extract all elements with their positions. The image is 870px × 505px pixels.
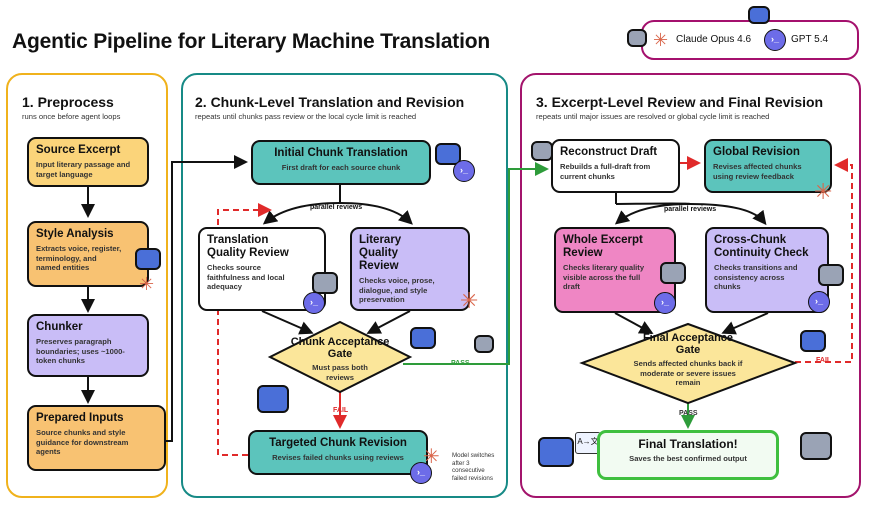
node-desc: Source chunks and style guidance for dow…: [36, 428, 129, 456]
literary-quality-node: Literary Quality Review Checks voice, pr…: [350, 227, 470, 311]
robot-icon: [538, 437, 574, 467]
prepared-inputs-node: Prepared Inputs Source chunks and style …: [27, 405, 166, 471]
panel2-subtitle: repeats until chunks pass review or the …: [195, 112, 417, 121]
robot-icon: [627, 29, 647, 47]
gate-desc: Sends affected chunks back if moderate o…: [633, 359, 743, 387]
source-excerpt-node: Source Excerpt Input literary passage an…: [27, 137, 149, 187]
legend-gpt-label: GPT 5.4: [791, 34, 829, 45]
robot-icon: [435, 143, 461, 165]
node-desc: Input literary passage and target langua…: [36, 160, 131, 179]
robot-icon: [660, 262, 686, 284]
node-title: Global Revision: [713, 146, 800, 158]
node-desc: Checks transitions and consistency acros…: [714, 263, 798, 291]
node-title: Style Analysis: [36, 228, 114, 240]
node-title: Targeted Chunk Revision: [269, 437, 407, 449]
style-analysis-node: Style Analysis Extracts voice, register,…: [27, 221, 149, 287]
page-title: Agentic Pipeline for Literary Machine Tr…: [12, 30, 490, 53]
node-title: Final Translation!: [638, 437, 738, 451]
robot-icon: [410, 327, 436, 349]
claude-icon: ✳: [139, 274, 155, 294]
node-title: Cross-Chunk Continuity Check: [714, 234, 809, 259]
panel1-title: 1. Preprocess: [22, 94, 114, 110]
gpt-icon: ›_: [764, 29, 786, 51]
node-title: Literary Quality Review: [359, 234, 402, 272]
final-acceptance-gate: Final Acceptance Gate Sends affected chu…: [600, 332, 776, 388]
robot-icon: [800, 432, 832, 460]
node-desc: Checks voice, prose, dialogue, and style…: [359, 276, 435, 304]
robot-icon: [800, 330, 826, 352]
panel-excerpt-level: [520, 73, 861, 498]
robot-icon: [531, 141, 553, 161]
node-title: Initial Chunk Translation: [274, 147, 408, 159]
node-desc: Revises failed chunks using reviews: [272, 453, 404, 462]
targeted-revision-node: Targeted Chunk Revision Revises failed c…: [248, 430, 428, 475]
gate-title: Final Acceptance Gate: [642, 332, 734, 356]
global-revision-node: Global Revision Revises affected chunks …: [704, 139, 832, 193]
gate-title: Chunk Acceptance Gate: [290, 336, 390, 360]
panel-preprocess: [6, 73, 168, 498]
pass-label: PASS: [679, 410, 698, 417]
fail-label: FAIL: [333, 407, 349, 414]
robot-icon: [818, 264, 844, 286]
robot-icon: [474, 335, 494, 353]
gpt-icon: ›_: [453, 160, 475, 182]
panel-chunk-level: [181, 73, 508, 498]
node-desc: Rebuilds a full-draft from current chunk…: [560, 162, 651, 181]
node-title: Source Excerpt: [36, 144, 121, 156]
node-desc: Checks literary quality visible across t…: [563, 263, 645, 291]
gpt-icon: ›_: [303, 292, 325, 314]
chunk-acceptance-gate: Chunk Acceptance Gate Must pass both rev…: [290, 336, 390, 382]
node-desc: Saves the best confirmed output: [629, 454, 747, 463]
gate-desc: Must pass both reviews: [312, 363, 368, 382]
translation-quality-node: Translation Quality Review Checks source…: [198, 227, 326, 311]
panel3-title: 3. Excerpt-Level Review and Final Revisi…: [536, 94, 824, 110]
gpt-icon: ›_: [410, 462, 432, 484]
parallel-reviews-label: parallel reviews: [664, 206, 717, 213]
node-desc: First draft for each source chunk: [281, 163, 401, 172]
panel2-title: 2. Chunk-Level Translation and Revision: [195, 94, 465, 110]
gpt-icon: ›_: [808, 291, 830, 313]
final-translation-node: Final Translation! Saves the best confir…: [597, 430, 779, 480]
model-switch-note: Model switches after 3 consecutive faile…: [452, 452, 495, 482]
claude-icon: ✳: [653, 30, 669, 50]
legend-claude-label: Claude Opus 4.6: [676, 34, 752, 45]
robot-icon: [312, 272, 338, 294]
gpt-icon: ›_: [654, 292, 676, 314]
reconstruct-draft-node: Reconstruct Draft Rebuilds a full-draft …: [551, 139, 680, 193]
pass-label: PASS: [451, 360, 470, 367]
node-title: Translation Quality Review: [207, 234, 289, 259]
node-title: Whole Excerpt Review: [563, 234, 643, 259]
robot-icon: [257, 385, 289, 413]
node-title: Reconstruct Draft: [560, 146, 658, 158]
robot-icon: [748, 6, 770, 24]
claude-icon: ✳: [814, 179, 833, 204]
claude-icon: ✳: [423, 446, 440, 468]
node-title: Prepared Inputs: [36, 412, 124, 424]
fail-label: FAIL: [816, 357, 832, 364]
node-desc: Preserves paragraph boundaries; uses ~10…: [36, 337, 125, 365]
node-desc: Extracts voice, register, terminology, a…: [36, 244, 122, 272]
chunker-node: Chunker Preserves paragraph boundaries; …: [27, 314, 149, 377]
initial-translation-node: Initial Chunk Translation First draft fo…: [251, 140, 431, 185]
robot-icon: [135, 248, 161, 270]
parallel-reviews-label: parallel reviews: [310, 204, 363, 211]
panel1-subtitle: runs once before agent loops: [22, 112, 121, 121]
node-title: Chunker: [36, 321, 83, 333]
panel3-subtitle: repeats until major issues are resolved …: [536, 112, 770, 121]
model-legend: ✳ Claude Opus 4.6 ›_ GPT 5.4: [627, 6, 859, 60]
node-desc: Checks source faithfulness and local ade…: [207, 263, 285, 291]
claude-icon: ✳: [460, 288, 479, 313]
node-desc: Revises affected chunks using review fee…: [713, 162, 802, 181]
